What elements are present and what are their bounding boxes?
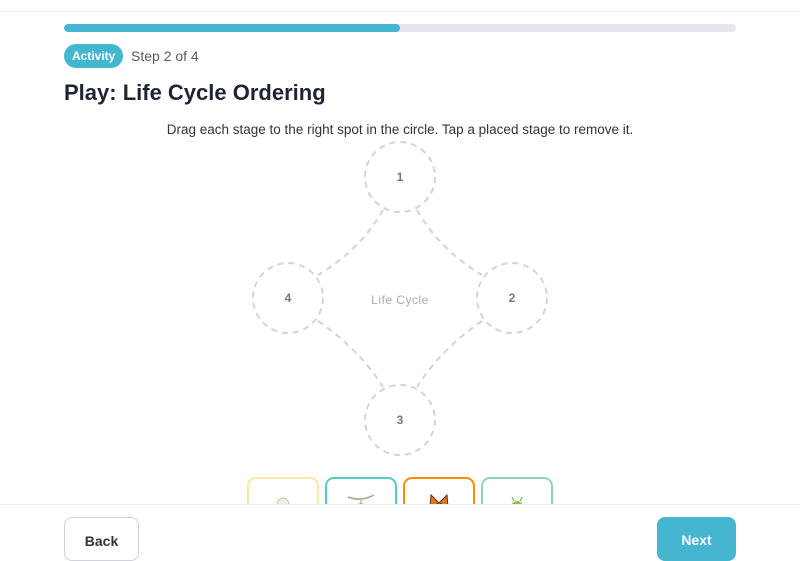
drop-slot-3[interactable] bbox=[364, 384, 436, 456]
connector-1-2 bbox=[416, 209, 483, 276]
connector-2-3 bbox=[416, 320, 483, 388]
progress-bar bbox=[64, 24, 736, 32]
slot-label-1: 1 bbox=[397, 170, 404, 184]
next-button[interactable]: Next bbox=[657, 517, 736, 561]
slot-label-3: 3 bbox=[397, 413, 404, 427]
connector-1-4 bbox=[317, 209, 384, 276]
drop-slot-1[interactable] bbox=[364, 141, 436, 213]
top-divider bbox=[0, 11, 800, 12]
slot-label-4: 4 bbox=[285, 291, 292, 305]
step-indicator: Step 2 of 4 bbox=[131, 48, 199, 64]
slot-label-2: 2 bbox=[509, 291, 516, 305]
drop-slot-4[interactable] bbox=[252, 262, 324, 334]
progress-fill bbox=[64, 24, 400, 32]
page-title: Play: Life Cycle Ordering bbox=[64, 80, 326, 105]
center-label: Life Cycle bbox=[371, 293, 429, 307]
instructions: Drag each stage to the right spot in the… bbox=[166, 122, 634, 137]
connector-4-3 bbox=[317, 320, 384, 388]
activity-badge: Activity bbox=[64, 44, 124, 68]
drop-slot-2[interactable] bbox=[476, 262, 548, 334]
back-button[interactable]: Back bbox=[64, 517, 139, 561]
